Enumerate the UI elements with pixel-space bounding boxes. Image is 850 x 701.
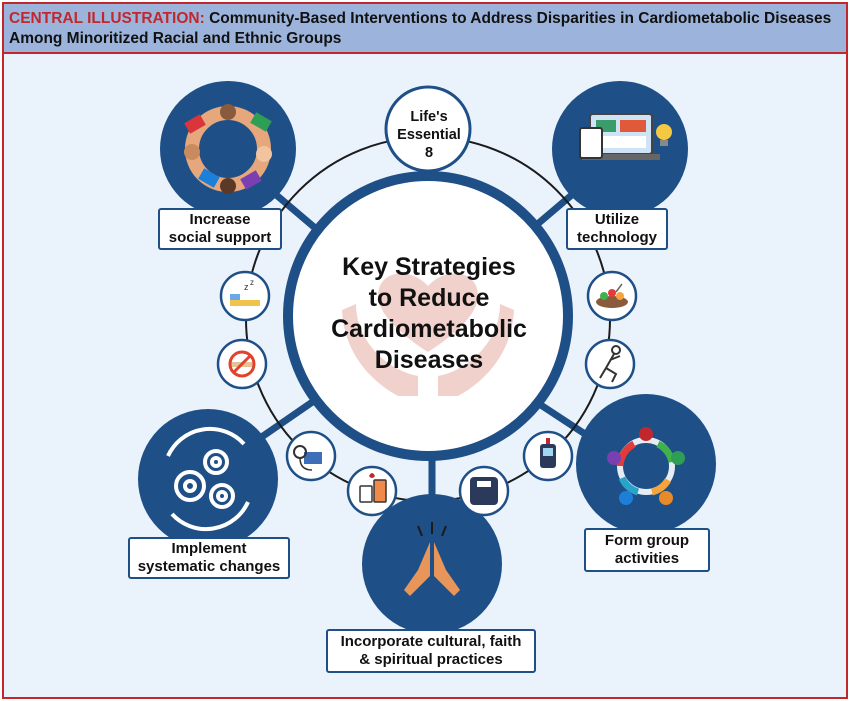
les-label: Life's Essential 8 [382, 108, 476, 162]
title-line-2: Among Minoritized Racial and Ethnic Grou… [9, 30, 342, 47]
strategy-circle-technology [552, 81, 688, 217]
les-circle [384, 85, 472, 173]
exercise-icon [584, 338, 636, 390]
joined-hands-icon [184, 104, 272, 194]
center-title: Key Strategies to Reduce Cardiometabolic… [304, 252, 554, 376]
blood-sugar-icon [346, 465, 398, 517]
praying-hands-icon [404, 522, 460, 596]
strategy-social-line-1: Increase [189, 211, 251, 228]
no-smoking-icon [216, 338, 268, 390]
les-line-1: Life's [410, 109, 448, 125]
hands-heart-watermark [342, 273, 514, 396]
title-text-1: Community-Based Interventions to Address… [209, 10, 832, 27]
center-line-4: Diseases [374, 346, 484, 374]
svg-text:z: z [250, 278, 254, 287]
center-line-1: Key Strategies [342, 253, 516, 281]
blood-pressure-icon [285, 430, 337, 482]
strategy-group-line-2: activities [614, 550, 680, 567]
strategy-label-systematic: Implement systematic changes [128, 537, 290, 579]
center-line-2: to Reduce [368, 284, 490, 312]
title-bar: CENTRAL ILLUSTRATION: Community-Based In… [4, 4, 846, 54]
diagram-svg: z z [138, 81, 716, 634]
glucose-meter-icon [522, 430, 574, 482]
sleep-icon: z z [219, 270, 271, 322]
strategy-label-social: Increase social support [158, 208, 282, 250]
laptop-tablet-icon [579, 113, 672, 160]
les-line-3: 8 [424, 145, 434, 161]
strategy-label-group: Form group activities [584, 528, 710, 572]
strategy-cultural-line-1: Incorporate cultural, faith [340, 633, 522, 650]
strategy-label-technology: Utilize technology [566, 208, 668, 250]
les-line-2: Essential [397, 127, 461, 143]
strategy-systematic-line-1: Implement [171, 540, 247, 557]
healthy-food-icon [586, 270, 638, 322]
center-line-3: Cardiometabolic [331, 315, 527, 343]
weight-scale-icon [458, 465, 510, 517]
strategy-cultural-line-2: & spiritual practices [359, 651, 503, 668]
svg-text:z: z [244, 282, 249, 292]
strategy-circle-systematic [138, 409, 278, 549]
title-line-1: CENTRAL ILLUSTRATION: Community-Based In… [9, 10, 831, 28]
gears-cycle-icon [166, 426, 250, 532]
group-circle-icon [607, 427, 685, 505]
title-prefix: CENTRAL ILLUSTRATION: [9, 10, 205, 27]
strategy-group-line-1: Form group [604, 532, 690, 549]
strategy-circle-social [160, 81, 296, 217]
strategy-label-cultural: Incorporate cultural, faith & spiritual … [326, 629, 536, 673]
strategy-social-line-2: social support [168, 229, 272, 246]
strategy-circle-group [576, 394, 716, 534]
strategy-systematic-line-2: systematic changes [137, 558, 281, 575]
strategy-technology-line-2: technology [576, 229, 657, 246]
strategy-technology-line-1: Utilize [594, 211, 640, 228]
strategy-circle-cultural [362, 494, 502, 634]
